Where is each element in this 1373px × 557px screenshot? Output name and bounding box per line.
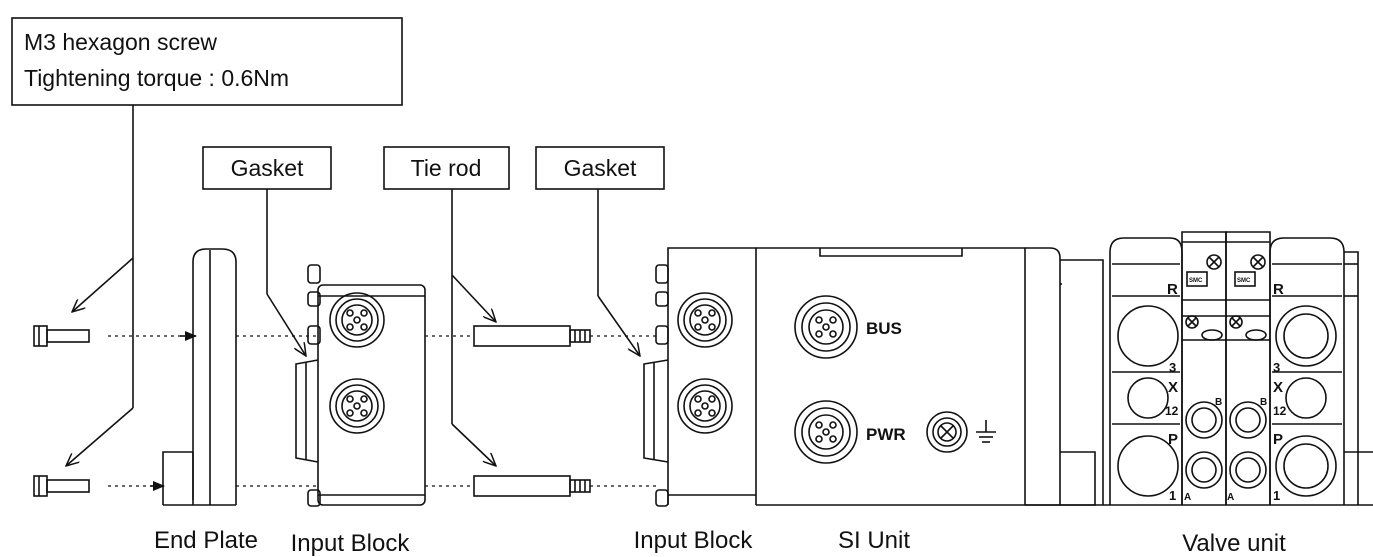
- gasket-right-label: Gasket: [564, 155, 637, 181]
- valve-unit: [1109, 231, 1373, 505]
- tie-rod-top: [473, 325, 591, 347]
- bus-label: BUS: [866, 319, 902, 338]
- end-plate: [162, 248, 237, 506]
- tie-rod-label: Tie rod: [411, 155, 482, 181]
- port-b-station-1: B: [1215, 397, 1222, 408]
- ground-icon: [976, 420, 996, 443]
- caption-valve-unit: Valve unit: [1182, 530, 1286, 557]
- tie-rod-bottom: [473, 475, 591, 497]
- valve-station-2: [1225, 231, 1271, 505]
- m12-connector-bottom: [329, 378, 385, 434]
- port-12-right: 12: [1273, 404, 1287, 418]
- port-x-left: X: [1168, 379, 1178, 396]
- gasket-right-leader: [597, 189, 640, 356]
- port-1-left: 1: [1169, 488, 1176, 503]
- port-a-station-2: A: [1227, 492, 1234, 503]
- port-3-right: 3: [1273, 360, 1280, 375]
- screw-leader: [66, 105, 134, 466]
- valve-badge-2: SMC: [1237, 278, 1251, 284]
- port-a-station-1: A: [1184, 492, 1191, 503]
- input-block-2: [643, 247, 757, 507]
- gasket-left-callout-box: [202, 146, 332, 190]
- hex-screw-bottom: [33, 475, 90, 497]
- port-x-right: X: [1273, 379, 1283, 396]
- port-r-left: R: [1167, 281, 1178, 298]
- caption-input-block-2: Input Block: [634, 527, 754, 554]
- port-b-station-2: B: [1260, 397, 1267, 408]
- valve-badge-1: SMC: [1189, 278, 1203, 284]
- m12-connector-top-2: [677, 292, 733, 348]
- screw-callout-box: [11, 17, 403, 106]
- port-12-left: 12: [1165, 404, 1179, 418]
- caption-end-plate: End Plate: [154, 527, 258, 554]
- gasket-left-label: Gasket: [231, 155, 304, 181]
- bus-connector: [794, 295, 858, 359]
- valve-station-1: [1181, 231, 1227, 505]
- input-block-1: [295, 264, 426, 507]
- port-p-right: P: [1273, 431, 1283, 448]
- tie-rod-leader: [451, 189, 496, 466]
- pwr-connector: [794, 400, 858, 464]
- gasket-left-leader: [266, 189, 306, 356]
- si-unit: [756, 247, 1026, 506]
- port-3-left: 3: [1169, 360, 1176, 375]
- tie-rod-callout-box: [383, 146, 510, 190]
- port-1-right: 1: [1273, 488, 1280, 503]
- port-r-right: R: [1273, 281, 1284, 298]
- m12-connector-bottom-2: [677, 378, 733, 434]
- caption-si-unit: SI Unit: [838, 527, 910, 554]
- screw-callout-line-2: Tightening torque : 0.6Nm: [24, 65, 289, 91]
- screw-callout-line-1: M3 hexagon screw: [24, 29, 217, 55]
- end-block: [1025, 247, 1104, 506]
- pwr-label: PWR: [866, 425, 906, 444]
- ground-screw: [926, 411, 968, 453]
- hex-screw-top: [33, 325, 90, 347]
- caption-input-block-1: Input Block: [291, 530, 411, 557]
- port-p-left: P: [1168, 431, 1178, 448]
- m12-connector-top: [329, 292, 385, 348]
- gasket-right-callout-box: [535, 146, 665, 190]
